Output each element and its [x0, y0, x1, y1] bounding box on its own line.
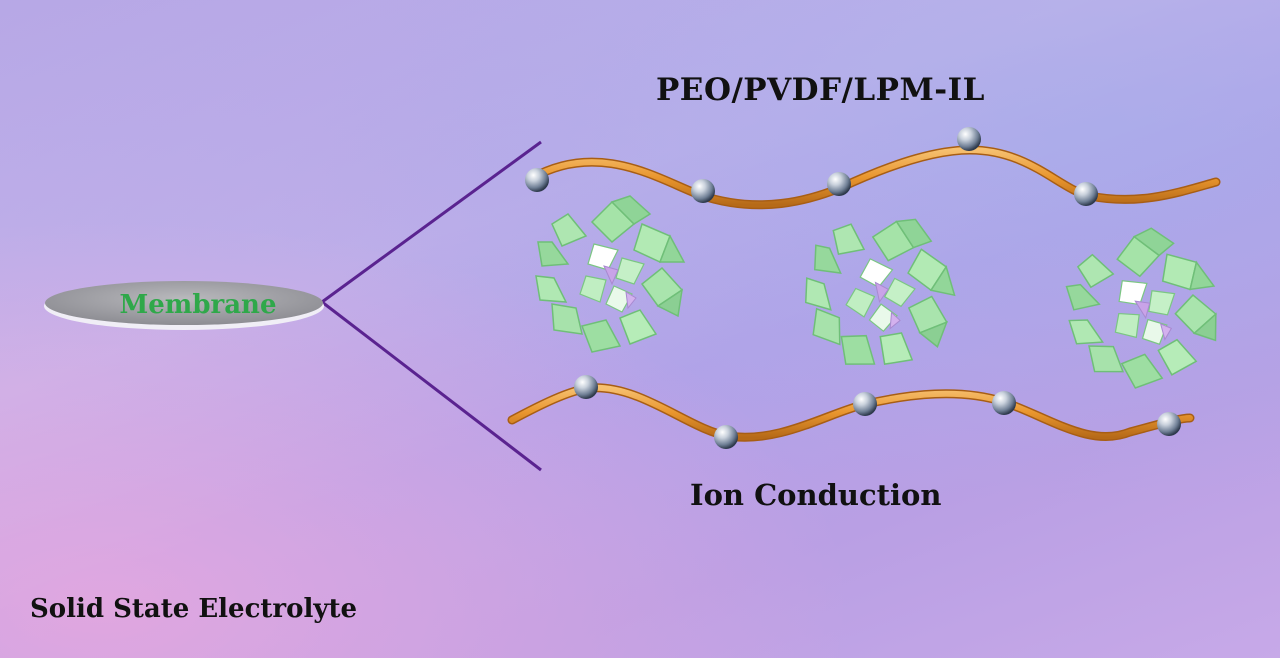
polyoxometalate-cluster-icon [1057, 219, 1228, 397]
ion-icon [691, 179, 715, 203]
upper-branch-line [321, 140, 542, 304]
ion-icon [525, 168, 549, 192]
polyoxometalate-cluster-icon [790, 199, 969, 384]
ion-conduction-label: Ion Conduction [690, 478, 942, 512]
diagram-title: PEO/PVDF/LPM-IL [656, 72, 985, 108]
ion-icon [853, 392, 877, 416]
ion-icon [714, 425, 738, 449]
ion-icon [1074, 182, 1098, 206]
ion-icon [574, 375, 598, 399]
ion-icon [957, 127, 981, 151]
caption-label: Solid State Electrolyte [30, 594, 357, 624]
lower-polymer-chain [507, 383, 1195, 442]
ion-icon [992, 391, 1016, 415]
membrane-label: Membrane [119, 290, 276, 320]
polyoxometalate-cluster-icon [535, 195, 685, 353]
membrane-disk: Membrane [44, 281, 324, 330]
ion-group [525, 127, 1181, 449]
lower-branch-line [321, 300, 542, 472]
ion-icon [1157, 412, 1181, 436]
ion-icon [827, 172, 851, 196]
